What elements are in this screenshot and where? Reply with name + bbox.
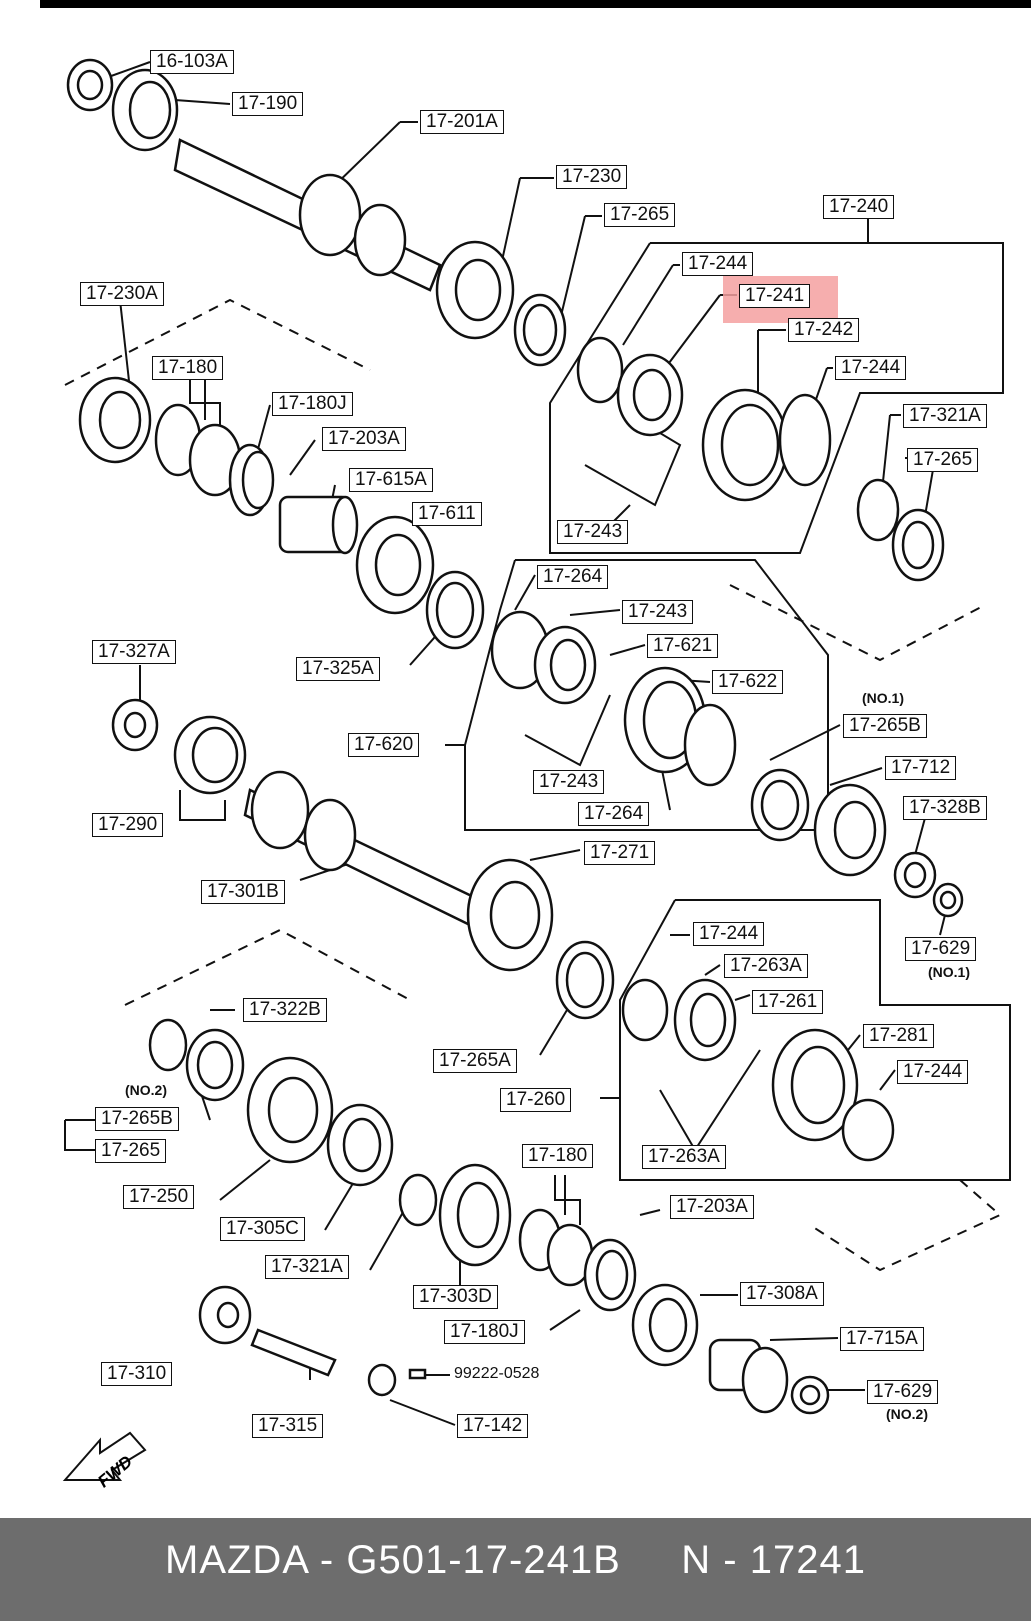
part-label: 17-265B xyxy=(95,1107,179,1131)
part-label: 17-264 xyxy=(578,802,650,826)
part-label: 17-327A xyxy=(92,640,176,664)
variant-note: (NO.2) xyxy=(886,1406,928,1422)
variant-note: (NO.1) xyxy=(862,690,904,706)
part-label: 17-240 xyxy=(823,195,895,219)
part-label: 17-310 xyxy=(101,1362,173,1386)
part-label: 17-264 xyxy=(537,565,609,589)
part-label-highlighted: 17-241 xyxy=(739,284,811,308)
part-label: 17-271 xyxy=(584,841,656,865)
part-label: 17-301B xyxy=(201,880,285,904)
variant-note: (NO.2) xyxy=(125,1082,167,1098)
part-label: 17-265 xyxy=(604,203,676,227)
part-label: 17-203A xyxy=(322,427,406,451)
part-label: 17-180J xyxy=(272,392,353,416)
part-label: 17-230 xyxy=(556,165,628,189)
part-label: 17-180 xyxy=(152,356,224,380)
top-border xyxy=(40,0,1031,8)
part-label: 17-263A xyxy=(642,1145,726,1169)
part-label: 17-244 xyxy=(897,1060,969,1084)
parts-drawing xyxy=(62,58,1011,1481)
part-label: 17-242 xyxy=(788,318,860,342)
part-label: 17-622 xyxy=(712,670,784,694)
part-label: 17-180J xyxy=(444,1320,525,1344)
part-label: 17-142 xyxy=(457,1414,529,1438)
part-label: 17-321A xyxy=(903,404,987,428)
part-label: 17-303D xyxy=(413,1285,498,1309)
part-label: 17-615A xyxy=(349,468,433,492)
part-label: 17-308A xyxy=(740,1282,824,1306)
part-label: 17-243 xyxy=(622,600,694,624)
part-label: 17-203A xyxy=(670,1195,754,1219)
part-label: 17-265 xyxy=(907,448,979,472)
part-label: 17-244 xyxy=(693,922,765,946)
part-label: 17-715A xyxy=(840,1327,924,1351)
part-number-note: 99222-0528 xyxy=(454,1365,540,1382)
part-label: 17-180 xyxy=(522,1144,594,1168)
exploded-parts-diagram: 16-103A 17-190 17-201A 17-230 17-265 17-… xyxy=(40,0,1031,1491)
part-label: 17-305C xyxy=(220,1217,305,1241)
part-label: 17-621 xyxy=(647,634,719,658)
part-label: 17-230A xyxy=(80,282,164,306)
part-label: 17-620 xyxy=(348,733,420,757)
part-label: 17-290 xyxy=(92,813,164,837)
part-label: 17-281 xyxy=(863,1024,935,1048)
part-label: 17-263A xyxy=(724,954,808,978)
part-label: 17-243 xyxy=(557,520,629,544)
part-label: 17-244 xyxy=(835,356,907,380)
part-label: 17-712 xyxy=(885,756,957,780)
part-label: 17-261 xyxy=(752,990,824,1014)
part-label: 17-190 xyxy=(232,92,304,116)
part-label: 16-103A xyxy=(150,50,234,74)
footer-part-number: MAZDA - G501-17-241B N - 17241 xyxy=(165,1538,866,1582)
part-label: 17-265 xyxy=(95,1139,167,1163)
part-label: 17-325A xyxy=(296,657,380,681)
part-label: 17-265B xyxy=(843,714,927,738)
part-label: 17-244 xyxy=(682,252,754,276)
footer-bar: MAZDA - G501-17-241B N - 17241 xyxy=(0,1518,1031,1621)
part-label: 17-265A xyxy=(433,1049,517,1073)
part-label: 17-629 xyxy=(905,937,977,961)
part-label: 17-629 xyxy=(867,1380,939,1404)
part-label: 17-260 xyxy=(500,1088,572,1112)
part-label: 17-322B xyxy=(243,998,327,1022)
part-label: 17-315 xyxy=(252,1414,324,1438)
part-label: 17-243 xyxy=(533,770,605,794)
part-label: 17-328B xyxy=(903,796,987,820)
part-label: 17-250 xyxy=(123,1185,195,1209)
part-label: 17-611 xyxy=(412,502,482,526)
part-label: 17-321A xyxy=(265,1255,349,1279)
variant-note: (NO.1) xyxy=(928,964,970,980)
part-label: 17-201A xyxy=(420,110,504,134)
